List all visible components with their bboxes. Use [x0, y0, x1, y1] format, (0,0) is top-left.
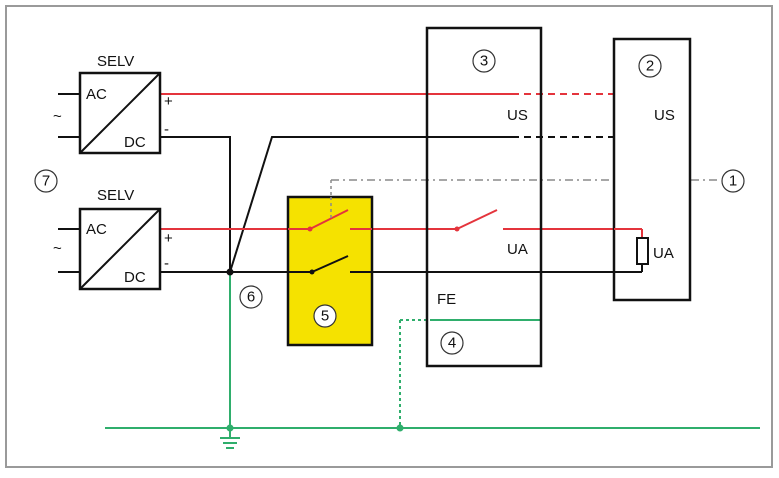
callout-3-label: 3: [480, 53, 488, 70]
callout-7-label: 7: [42, 173, 50, 190]
psu-bottom-minus: -: [164, 255, 169, 272]
device-us-label: US: [654, 107, 675, 124]
callout-2-label: 2: [646, 58, 654, 75]
callout-3: [472, 49, 496, 73]
psu-bottom-dc: DC: [124, 269, 146, 286]
red-wires: [160, 93, 646, 238]
callout-5-label: 5: [321, 308, 329, 325]
module-fe-label: FE: [437, 291, 456, 308]
resistor-icon: [636, 237, 649, 265]
callout-1: [721, 169, 745, 193]
callout-5: [313, 304, 337, 328]
psu-bottom-plus: +: [164, 230, 173, 247]
psu-top-title: SELV: [97, 53, 134, 70]
callout-4-label: 4: [448, 335, 456, 352]
callout-6: [239, 285, 263, 309]
ground-symbol-icon: [220, 437, 240, 449]
psu-top-ac: AC: [86, 86, 107, 103]
psu-bottom-title: SELV: [97, 187, 134, 204]
psu-bottom-converter-icon: [78, 207, 162, 291]
psu-top-converter-icon: [78, 71, 162, 155]
callout-6-label: 6: [247, 289, 255, 306]
psu-bottom-tilde: ~: [53, 240, 62, 257]
psu-top-plus: +: [164, 93, 173, 110]
psu-top-dc: DC: [124, 134, 146, 151]
safety-wires: [288, 197, 372, 273]
device-wires: [614, 228, 643, 238]
black-wires: [58, 93, 646, 273]
safety-switch-lower-icon: [309, 269, 315, 275]
frame: [5, 5, 773, 468]
psu-top-minus: -: [164, 121, 169, 138]
minus-junction: [226, 268, 234, 276]
ground-junction-left: [226, 424, 234, 432]
psu-top-tilde: ~: [53, 108, 62, 125]
device-ua-label: UA: [653, 245, 674, 262]
callout-2: [638, 54, 662, 78]
callout-4: [440, 331, 464, 355]
device-return: [614, 264, 643, 273]
psu-bottom-ac: AC: [86, 221, 107, 238]
device-box: [612, 37, 692, 302]
safety-switch-upper-icon: [307, 226, 313, 232]
ground-junction-right: [396, 424, 404, 432]
callout-7: [34, 169, 58, 193]
module-us-label: US: [507, 107, 528, 124]
module-switch-contact: [454, 226, 460, 232]
module-ua-label: UA: [507, 241, 528, 258]
module-box: [425, 26, 543, 368]
callout-1-label: 1: [729, 173, 737, 190]
